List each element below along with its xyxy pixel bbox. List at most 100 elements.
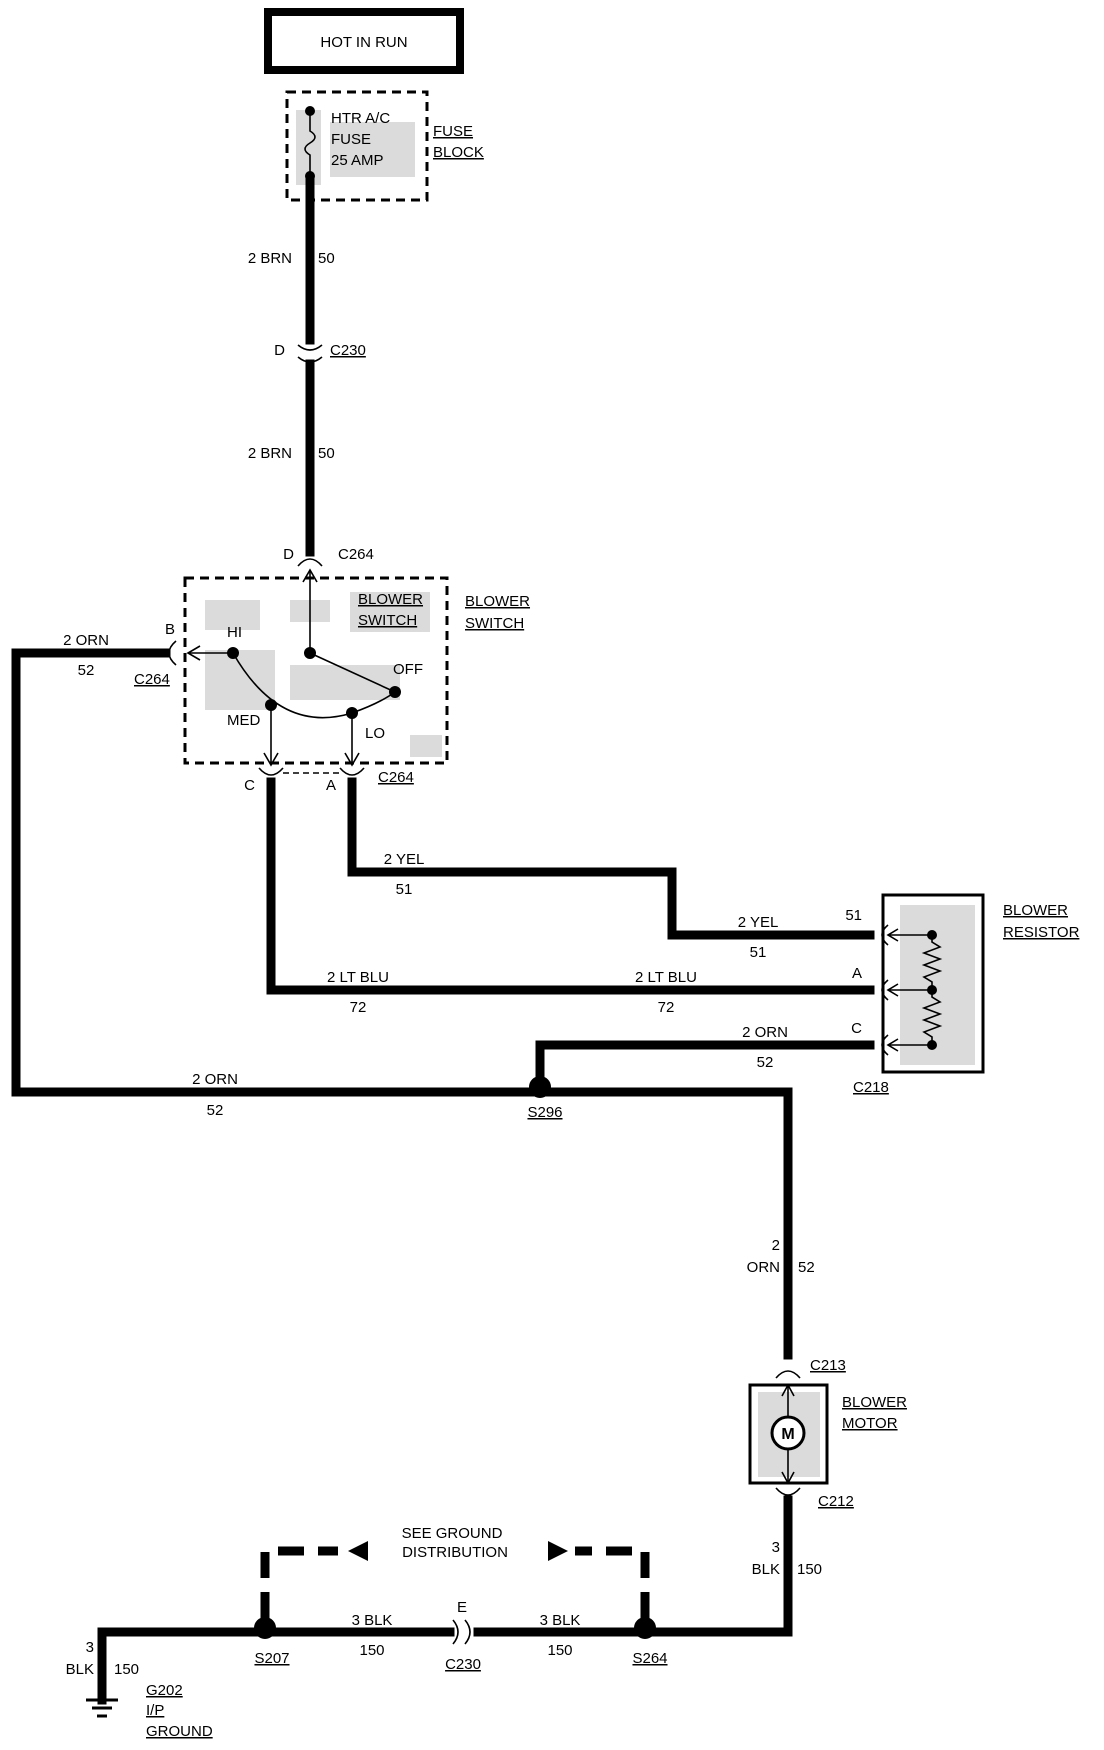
c230-top-pin: D [274,342,285,359]
wire-yel-1-size-color: 2 YEL [384,851,425,868]
wire-orn-vertical-circuit: 52 [798,1259,815,1276]
connector-c264-top: D C264 [283,546,374,567]
fuse-block-label-2: BLOCK [433,144,484,161]
wire-yel-2-size-color: 2 YEL [738,914,779,931]
connector-c230-top: D C230 [274,342,366,363]
splice-s264 [634,1617,656,1639]
resistor-pin-a: A [852,965,862,982]
c264-bottom-pin-c: C [244,777,255,794]
connector-c264-bottom: C A C264 [244,767,414,794]
ground-wire-size: 3 [86,1639,94,1656]
fuse-block: HTR A/C FUSE 25 AMP FUSE BLOCK [285,90,484,202]
wire-ltblu-1-size-color: 2 LT BLU [327,969,389,986]
blower-switch-outer-label-2: SWITCH [465,615,524,632]
ground-name: G202 [146,1682,183,1699]
c212-name: C212 [818,1493,854,1510]
switch-position-med: MED [227,712,261,729]
blower-motor-label-2: MOTOR [842,1415,898,1432]
wire-blk-left-circuit: 150 [359,1642,384,1659]
wire-ltblu-2-size-color: 2 LT BLU [635,969,697,986]
wire-orn-vertical-color: ORN [747,1259,780,1276]
blower-resistor: 51 A C C218 BLOWER RESISTOR [845,893,1080,1096]
connector-c213: C213 [775,1357,846,1379]
resistor-pin-c: C [851,1020,862,1037]
c230-top-name: C230 [330,342,366,359]
blower-motor-label-1: BLOWER [842,1394,907,1411]
c264-top-name: C264 [338,546,374,563]
resistor-element-1 [921,935,943,990]
ground-wire-circuit: 150 [114,1661,139,1678]
ground-label-3: GROUND [146,1723,213,1740]
wire-orn-bottom-circuit: 52 [207,1102,224,1119]
blower-resistor-label-2: RESISTOR [1003,924,1080,941]
ground-dist-label-1: SEE GROUND [402,1525,503,1542]
wire-orn-52-left [11,648,545,1097]
wire-blk-150-motor [640,1495,793,1637]
c230-bottom-name: C230 [445,1656,481,1673]
splice-s207 [254,1617,276,1639]
wire-orn-bottom-size-color: 2 ORN [192,1071,238,1088]
blower-switch-inner-label-1: BLOWER [358,591,423,608]
wire-orn-left-circuit: 52 [78,662,95,679]
ground-distribution-reference: SEE GROUND DISTRIBUTION [260,1525,650,1618]
blower-switch-outer-label-1: BLOWER [465,593,530,610]
connector-c230-bottom: E C230 [445,1599,481,1673]
wire-orn-vertical-size: 2 [772,1237,780,1254]
blower-switch: BLOWER SWITCH HI MED LO OFF BLOWER SWITC… [183,568,530,767]
connector-c212: C212 [775,1487,854,1510]
resistor-pin-51: 51 [845,907,862,924]
fuse-label-3: 25 AMP [331,152,384,169]
c264-left-pin: B [165,621,175,638]
wire-blk-right-circuit: 150 [547,1642,572,1659]
wire-blk-right-size-color: 3 BLK [540,1612,581,1629]
blower-switch-inner-label-2: SWITCH [358,612,417,629]
fuse-label-2: FUSE [331,131,371,148]
wire-blk-vertical-circuit: 150 [797,1561,822,1578]
wire-yel-51 [347,777,875,940]
wire-blk-150-ground [97,1627,270,1705]
c264-top-pin: D [283,546,294,563]
ground-dist-label-2: DISTRIBUTION [402,1544,508,1561]
power-source-label: HOT IN RUN [320,34,407,51]
wire-orn-resistor-circuit: 52 [757,1054,774,1071]
splice-s296 [529,1076,551,1098]
power-source-box: HOT IN RUN [264,8,464,74]
fuse-symbol [304,111,316,176]
switch-position-lo: LO [365,725,385,742]
splice-s207-name: S207 [254,1650,289,1667]
wire-yel-2-circuit: 51 [750,944,767,961]
motor-symbol [770,1415,806,1451]
switch-position-hi: HI [227,624,242,641]
resistor-connector-name: C218 [853,1079,889,1096]
wire-mid-circuit: 50 [318,445,335,462]
resistor-element-2 [921,990,943,1045]
splice-s264-name: S264 [632,1650,667,1667]
c264-bottom-name: C264 [378,769,414,786]
fuse-block-label-1: FUSE [433,123,473,140]
wire-blk-vertical-color: BLK [752,1561,780,1578]
blower-resistor-label-1: BLOWER [1003,902,1068,919]
wire-orn-resistor-size-color: 2 ORN [742,1024,788,1041]
c264-left-name: C264 [134,671,170,688]
wire-blk-left-size-color: 3 BLK [352,1612,393,1629]
switch-position-off: OFF [393,661,423,678]
wire-ltblu-72 [266,777,875,995]
wire-blk-vertical-size: 3 [772,1539,780,1556]
wire-orn-left-size-color: 2 ORN [63,632,109,649]
fuse-label-1: HTR A/C [331,110,390,127]
wire-orn-52-to-motor [535,1087,793,1360]
wire-yel-1-circuit: 51 [396,881,413,898]
wire-mid-size-color: 2 BRN [248,445,292,462]
ground-wire-color: BLK [66,1661,94,1678]
ground-g202: 3 BLK 150 G202 I/P GROUND [66,1639,213,1740]
c264-bottom-pin-a: A [326,777,336,794]
wire-top-circuit: 50 [318,250,335,267]
wire-top-size-color: 2 BRN [248,250,292,267]
wire-orn-52-resistor [535,1040,875,1087]
splice-s296-name: S296 [527,1104,562,1121]
c213-name: C213 [810,1357,846,1374]
motor-symbol-letter: M [781,1426,794,1443]
blower-motor: M BLOWER MOTOR [748,1383,907,1485]
c230-bottom-pin: E [457,1599,467,1616]
